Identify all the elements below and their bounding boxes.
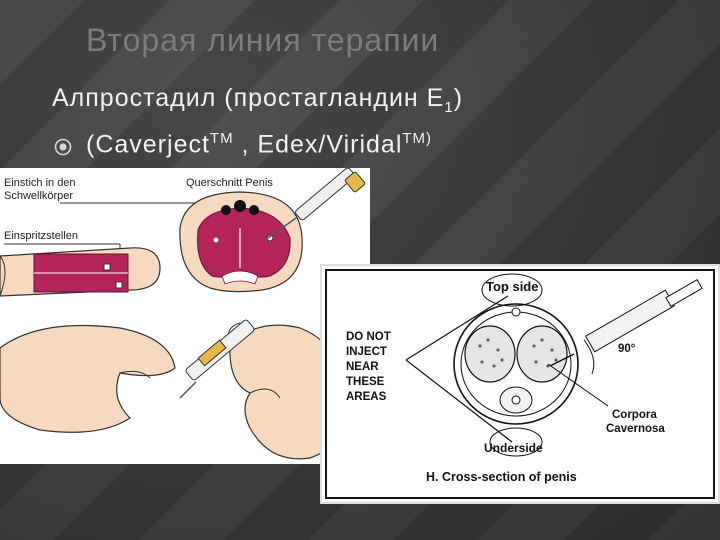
syringe-diagram	[549, 278, 703, 375]
penis-side-view	[0, 247, 161, 297]
label-corpora-1: Corpora	[612, 409, 657, 421]
drug-name-close: )	[453, 84, 464, 112]
brand-caverject: (Caverject	[86, 130, 210, 159]
injection-illustration-left: Einstich in den Schwellkörper Querschnit…	[0, 167, 370, 464]
penis-cross-section	[179, 191, 303, 293]
warning-label: DO NOT INJECT NEAR THESE AREAS	[346, 331, 391, 403]
injection-drawing: Einstich in den Schwellkörper Querschnit…	[0, 167, 366, 460]
label-cross-section: Querschnitt Penis	[186, 177, 273, 189]
slide-title: Вторая линия терапии	[86, 22, 440, 58]
pointer-line	[405, 295, 509, 361]
penis-cross-section-diagram	[453, 273, 579, 457]
pointer-line	[405, 359, 513, 443]
pointer-line	[547, 363, 609, 407]
bullet-icon	[54, 138, 72, 156]
label-corpora-2: Cavernosa	[606, 423, 665, 435]
warning-line-1: DO NOT	[346, 331, 391, 343]
label-top-side: Top side	[486, 279, 538, 294]
warning-line-5: AREAS	[346, 391, 387, 403]
trademark-2: TM)	[402, 130, 433, 147]
brand-edex-viridal: , Edex/Virida	[233, 130, 396, 159]
brand-viridal-end: l	[395, 130, 403, 159]
brand-names-line: (CaverjectTM , Edex/ViridalTM)	[86, 130, 432, 159]
diagram-caption: H. Cross-section of penis	[426, 470, 577, 484]
label-injection-site-2: Schwellkörper	[4, 190, 73, 202]
warning-line-2: INJECT	[346, 346, 387, 358]
drug-name-text: Алпростадил (простагландин E	[52, 84, 445, 112]
cross-section-diagram: Top side DO NOT INJECT NEAR THESE AREAS	[325, 269, 715, 499]
drug-name-line: Алпростадил (простагландин E1)	[52, 84, 463, 116]
label-injection-site-1: Einstich in den	[4, 177, 76, 189]
drug-name-subscript: 1	[444, 99, 454, 116]
warning-line-3: NEAR	[346, 361, 379, 373]
label-underside: Underside	[484, 441, 543, 455]
hands-injecting	[0, 322, 351, 460]
label-injection-points: Einspritzstellen	[4, 230, 78, 242]
injection-illustration-right: Top side DO NOT INJECT NEAR THESE AREAS	[322, 266, 718, 502]
trademark-1: TM	[209, 130, 234, 147]
syringe-top	[267, 167, 366, 239]
syringe-bottom	[179, 319, 255, 399]
label-angle: 90°	[618, 343, 636, 355]
warning-line-4: THESE	[346, 376, 385, 388]
